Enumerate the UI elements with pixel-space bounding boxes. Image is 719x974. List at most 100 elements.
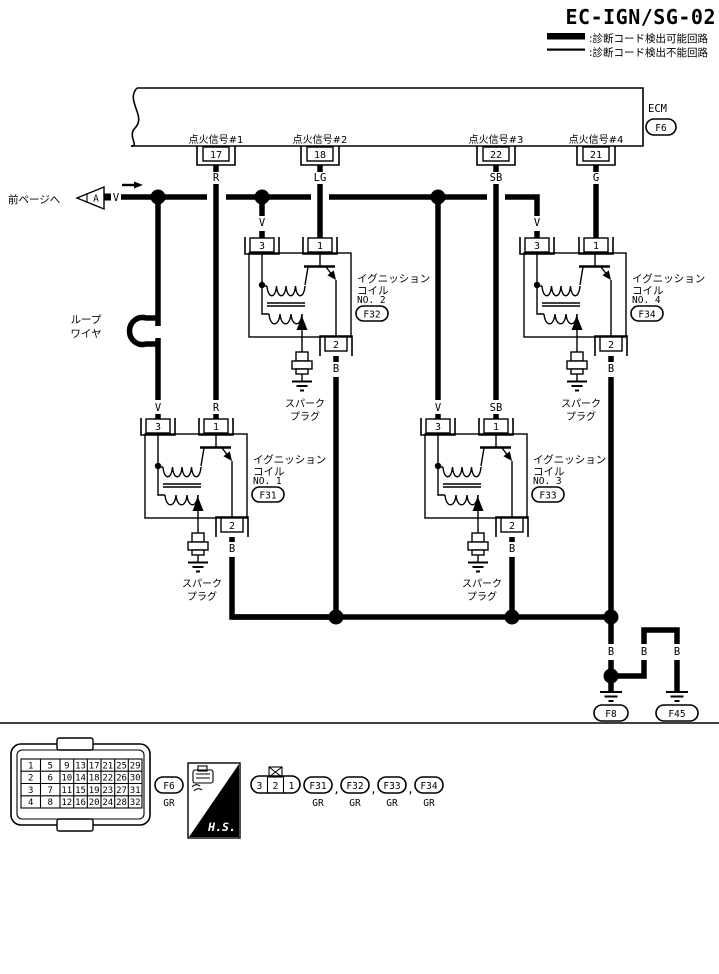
junction-dot xyxy=(504,609,520,625)
wire-color-label: B xyxy=(509,543,515,555)
terminal-box xyxy=(524,237,550,253)
terminal-bracket xyxy=(420,418,456,436)
terminal-bracket xyxy=(319,335,353,356)
coil-connector-oval xyxy=(531,486,565,503)
terminal-number: 2 xyxy=(608,340,614,351)
coil-connector-oval xyxy=(630,305,664,322)
pin: 5 xyxy=(47,762,52,772)
terminal-box xyxy=(583,237,609,253)
connector-outline xyxy=(250,775,301,794)
page-ref-code: A xyxy=(93,194,99,205)
connector-color: GR xyxy=(423,798,435,809)
pin: 3 xyxy=(257,781,263,792)
ground-f45: F45 xyxy=(655,691,699,722)
page-ref-label: 前ページへ xyxy=(8,193,60,206)
wire-color-label: V xyxy=(534,217,541,229)
terminal-bracket xyxy=(140,418,176,436)
connector-code: F33 xyxy=(383,781,400,792)
wire-color-label: V xyxy=(113,192,120,204)
ignition-coil-2: 3 1 2 イグニッション コイル NO. 2 F32 スパーク プラグ xyxy=(244,237,430,423)
spark-plug-label-1: スパーク xyxy=(285,398,325,410)
terminal-bracket xyxy=(215,516,249,537)
coil-name-line3: NO. 2 xyxy=(357,295,386,306)
connector-tab-bottom xyxy=(56,818,94,832)
wire-color-label: V xyxy=(155,402,162,414)
ecm-connector-pinout: 1 5 9 13 17 21 25 29 2 6 10 14 18 22 26 … xyxy=(10,737,184,832)
pin: 25 xyxy=(116,762,127,772)
terminal-bracket xyxy=(198,418,234,436)
terminal-number: 1 xyxy=(213,422,219,433)
connector-code-oval xyxy=(414,776,444,794)
ecm-connector-code: F6 xyxy=(655,123,667,134)
coil-name-line2: コイル xyxy=(357,285,389,297)
ignition-coil-4: 3 1 2 イグニッション コイル NO. 4 F34 スパーク プラグ xyxy=(519,237,705,423)
terminal-number: 3 xyxy=(259,241,265,252)
terminal-box xyxy=(202,146,230,162)
pin: 21 xyxy=(102,762,113,772)
pin: 1 xyxy=(28,762,33,772)
terminal-box xyxy=(482,146,510,162)
signal-label-4: 点火信号#4 xyxy=(569,134,624,146)
connector-code: F31 xyxy=(309,781,326,792)
wire-color-label: R xyxy=(213,172,220,184)
terminal-number: 21 xyxy=(590,150,602,161)
terminal-bracket xyxy=(594,335,628,356)
coil-name-line2: コイル xyxy=(533,466,565,478)
terminal-number: 17 xyxy=(210,150,222,161)
pin: 22 xyxy=(102,774,113,784)
header: EC-IGN/SG-02 :診断コード検出可能回路 :診断コード検出不能回路 xyxy=(547,5,716,59)
terminal-number: 22 xyxy=(490,150,502,161)
terminal-box xyxy=(306,146,334,162)
ecm-terminal-17: 点火信号#1 17 R xyxy=(189,134,244,184)
junction-dot xyxy=(603,668,619,684)
pin: 1 xyxy=(289,781,295,792)
pin: 17 xyxy=(89,762,100,772)
terminal-box xyxy=(324,336,348,352)
wire-color-label: R xyxy=(213,402,220,414)
pin: 24 xyxy=(102,798,113,808)
coil-connector-codes: F31 GR , F32 GR , F33 GR , F34 GR xyxy=(303,776,444,809)
junction-dot xyxy=(328,609,344,625)
wire-color-label: B xyxy=(229,543,235,555)
ecm-terminal-22: 点火信号#3 22 SB xyxy=(469,134,524,184)
terminal-box xyxy=(425,418,451,434)
comma: , xyxy=(407,783,414,796)
coil-connector-code: F34 xyxy=(638,310,655,321)
terminal-number: 1 xyxy=(317,241,323,252)
ecm-connector-oval xyxy=(645,118,677,136)
terminal-number: 18 xyxy=(314,150,326,161)
ground-connector-oval xyxy=(593,704,629,722)
page-reference: 前ページへ A V xyxy=(8,181,143,211)
pin: 29 xyxy=(130,762,141,772)
terminal-number: 1 xyxy=(493,422,499,433)
wire-color-label: B xyxy=(674,646,680,658)
legend-thin-label: :診断コード検出不能回路 xyxy=(589,46,709,59)
terminal-box xyxy=(500,517,524,533)
terminal-box xyxy=(307,237,333,253)
coil-name-line1: イグニッション xyxy=(533,453,606,466)
coil-name-line2: コイル xyxy=(253,466,285,478)
terminal-bracket xyxy=(302,237,338,255)
pin: 9 xyxy=(64,762,69,772)
terminal-bracket xyxy=(495,516,529,537)
pin: 23 xyxy=(102,786,113,796)
page-title: EC-IGN/SG-02 xyxy=(566,5,717,29)
terminal-box xyxy=(483,418,509,434)
ecm-unit: ECM F6 点火信号#1 17 R 点火信号#2 18 LG 点火信号#3 2… xyxy=(130,87,677,184)
connector-color: GR xyxy=(163,798,175,809)
coil-name-line3: NO. 4 xyxy=(632,295,661,306)
pin: 3 xyxy=(28,786,33,796)
pin: 27 xyxy=(116,786,127,796)
coil-connector-code: F32 xyxy=(363,310,380,321)
ecm-terminal-21: 点火信号#4 21 G xyxy=(569,134,624,184)
ecm-label: ECM xyxy=(648,103,667,115)
terminal-box xyxy=(599,336,623,352)
legend-thick-label: :診断コード検出可能回路 xyxy=(589,32,709,45)
terminal-number: 1 xyxy=(593,241,599,252)
connector-code-oval xyxy=(340,776,370,794)
terminal-number: 3 xyxy=(435,422,441,433)
pin: 7 xyxy=(47,786,52,796)
wire-color-label: SB xyxy=(490,172,503,184)
terminal-bracket xyxy=(578,237,614,255)
